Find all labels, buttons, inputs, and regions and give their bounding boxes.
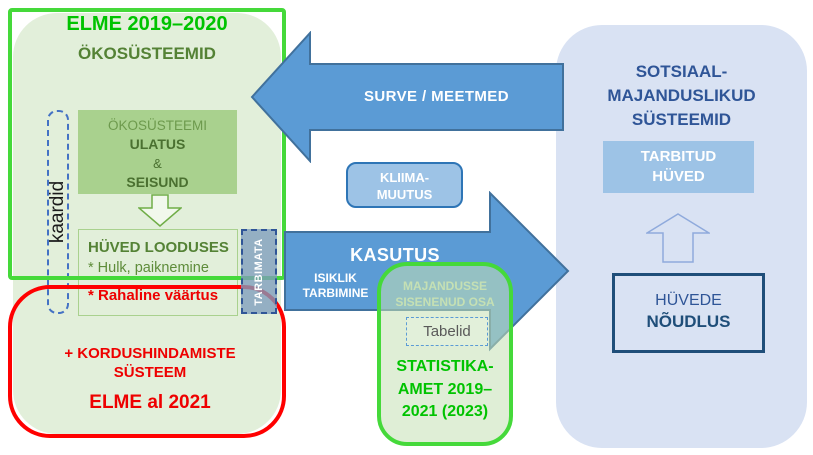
unconsumed-label: TARBIMATA — [253, 237, 265, 306]
tables-dashed-box: Tabelid — [406, 317, 488, 346]
socioeconomic-panel-background — [556, 25, 807, 448]
extent-line4: SEISUND — [126, 174, 189, 190]
statistics-office-box: MAJANDUSSE SISENENUD OSA Tabelid STATIST… — [377, 262, 513, 446]
pressure-measures-arrow — [250, 31, 564, 163]
elme-green-border — [8, 8, 286, 280]
elme-title: ELME 2019–2020 — [66, 13, 228, 35]
socioeconomic-title: SOTSIAAL- MAJANDUSLIKUD SÜSTEEMID — [607, 62, 756, 129]
elme-2021-label: ELME al 2021 — [89, 392, 211, 413]
extent-line2: ULATUS — [129, 136, 186, 152]
benefits-item-monetary: * Rahaline väärtus — [88, 287, 219, 304]
reassessment-red-border — [8, 285, 286, 438]
personal-consumption-label: ISIKLIK TARBIMINE — [302, 271, 369, 300]
ecosystems-subtitle: ÖKOSÜSTEEMID — [78, 44, 216, 63]
demand-line2: NÕUDLUS — [646, 312, 731, 331]
climate-change-box: KLIIMA- MUUTUS — [346, 162, 463, 208]
extent-line3: & — [153, 156, 162, 171]
demand-line1: HÜVEDE — [655, 292, 722, 309]
benefits-title: HÜVED LOODUSES — [88, 239, 229, 256]
unconsumed-box: TARBIMATA — [241, 229, 277, 314]
benefits-demand-box: HÜVEDE NÕUDLUS — [612, 273, 765, 353]
ecosystem-panel-background — [13, 13, 281, 434]
pressure-measures-label: SURVE / MEETMED — [364, 88, 509, 105]
down-arrow-icon — [138, 194, 182, 227]
statistics-office-label: STATISTIKA- AMET 2019– 2021 (2023) — [396, 358, 494, 420]
benefits-in-nature-box: HÜVED LOODUSES * Hulk, paiknemine * Raha… — [78, 229, 238, 316]
extent-line1: ÖKOSÜSTEEMI — [107, 118, 207, 133]
benefits-item-quantity: * Hulk, paiknemine — [88, 260, 209, 276]
reassessment-system-label: + KORDUSHINDAMISTE SÜSTEEM — [64, 345, 236, 381]
use-label: KASUTUS — [350, 245, 440, 265]
up-arrow-icon — [646, 213, 710, 263]
ecosystem-extent-box: ÖKOSÜSTEEMI ULATUS & SEISUND — [78, 110, 237, 194]
maps-dashed-box: kaardid — [47, 110, 69, 314]
entered-economy-label: MAJANDUSSE SISENENUD OSA — [395, 279, 495, 309]
consumed-benefits-box: TARBITUD HÜVED — [603, 141, 754, 193]
